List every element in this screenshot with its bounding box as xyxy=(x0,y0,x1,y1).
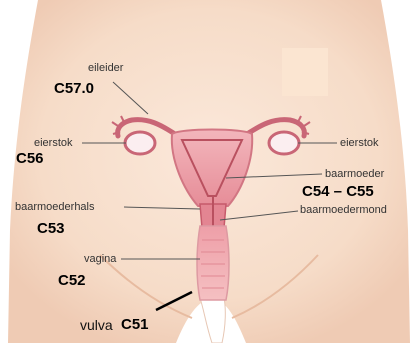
vagina-shape xyxy=(197,226,229,300)
label-eierstok-left: eierstok xyxy=(34,137,73,149)
code-eierstok: C56 xyxy=(16,151,44,167)
vulva-shape xyxy=(200,298,225,343)
code-vagina: C52 xyxy=(58,273,86,289)
code-baarmoederhals: C53 xyxy=(37,221,65,237)
label-eileider: eileider xyxy=(88,62,123,74)
label-vagina: vagina xyxy=(84,253,116,265)
code-baarmoeder: C54 – C55 xyxy=(302,184,374,200)
label-baarmoeder: baarmoeder xyxy=(325,168,384,180)
light-patch xyxy=(282,48,328,96)
label-eierstok-right: eierstok xyxy=(340,137,379,149)
ovary-left xyxy=(125,132,155,154)
label-baarmoederhals: baarmoederhals xyxy=(15,201,95,213)
label-vulva: vulva xyxy=(80,317,113,333)
code-vulva: C51 xyxy=(121,317,149,333)
ovary-right xyxy=(269,132,299,154)
label-baarmoedermond: baarmoedermond xyxy=(300,204,387,216)
code-eileider: C57.0 xyxy=(54,81,94,97)
